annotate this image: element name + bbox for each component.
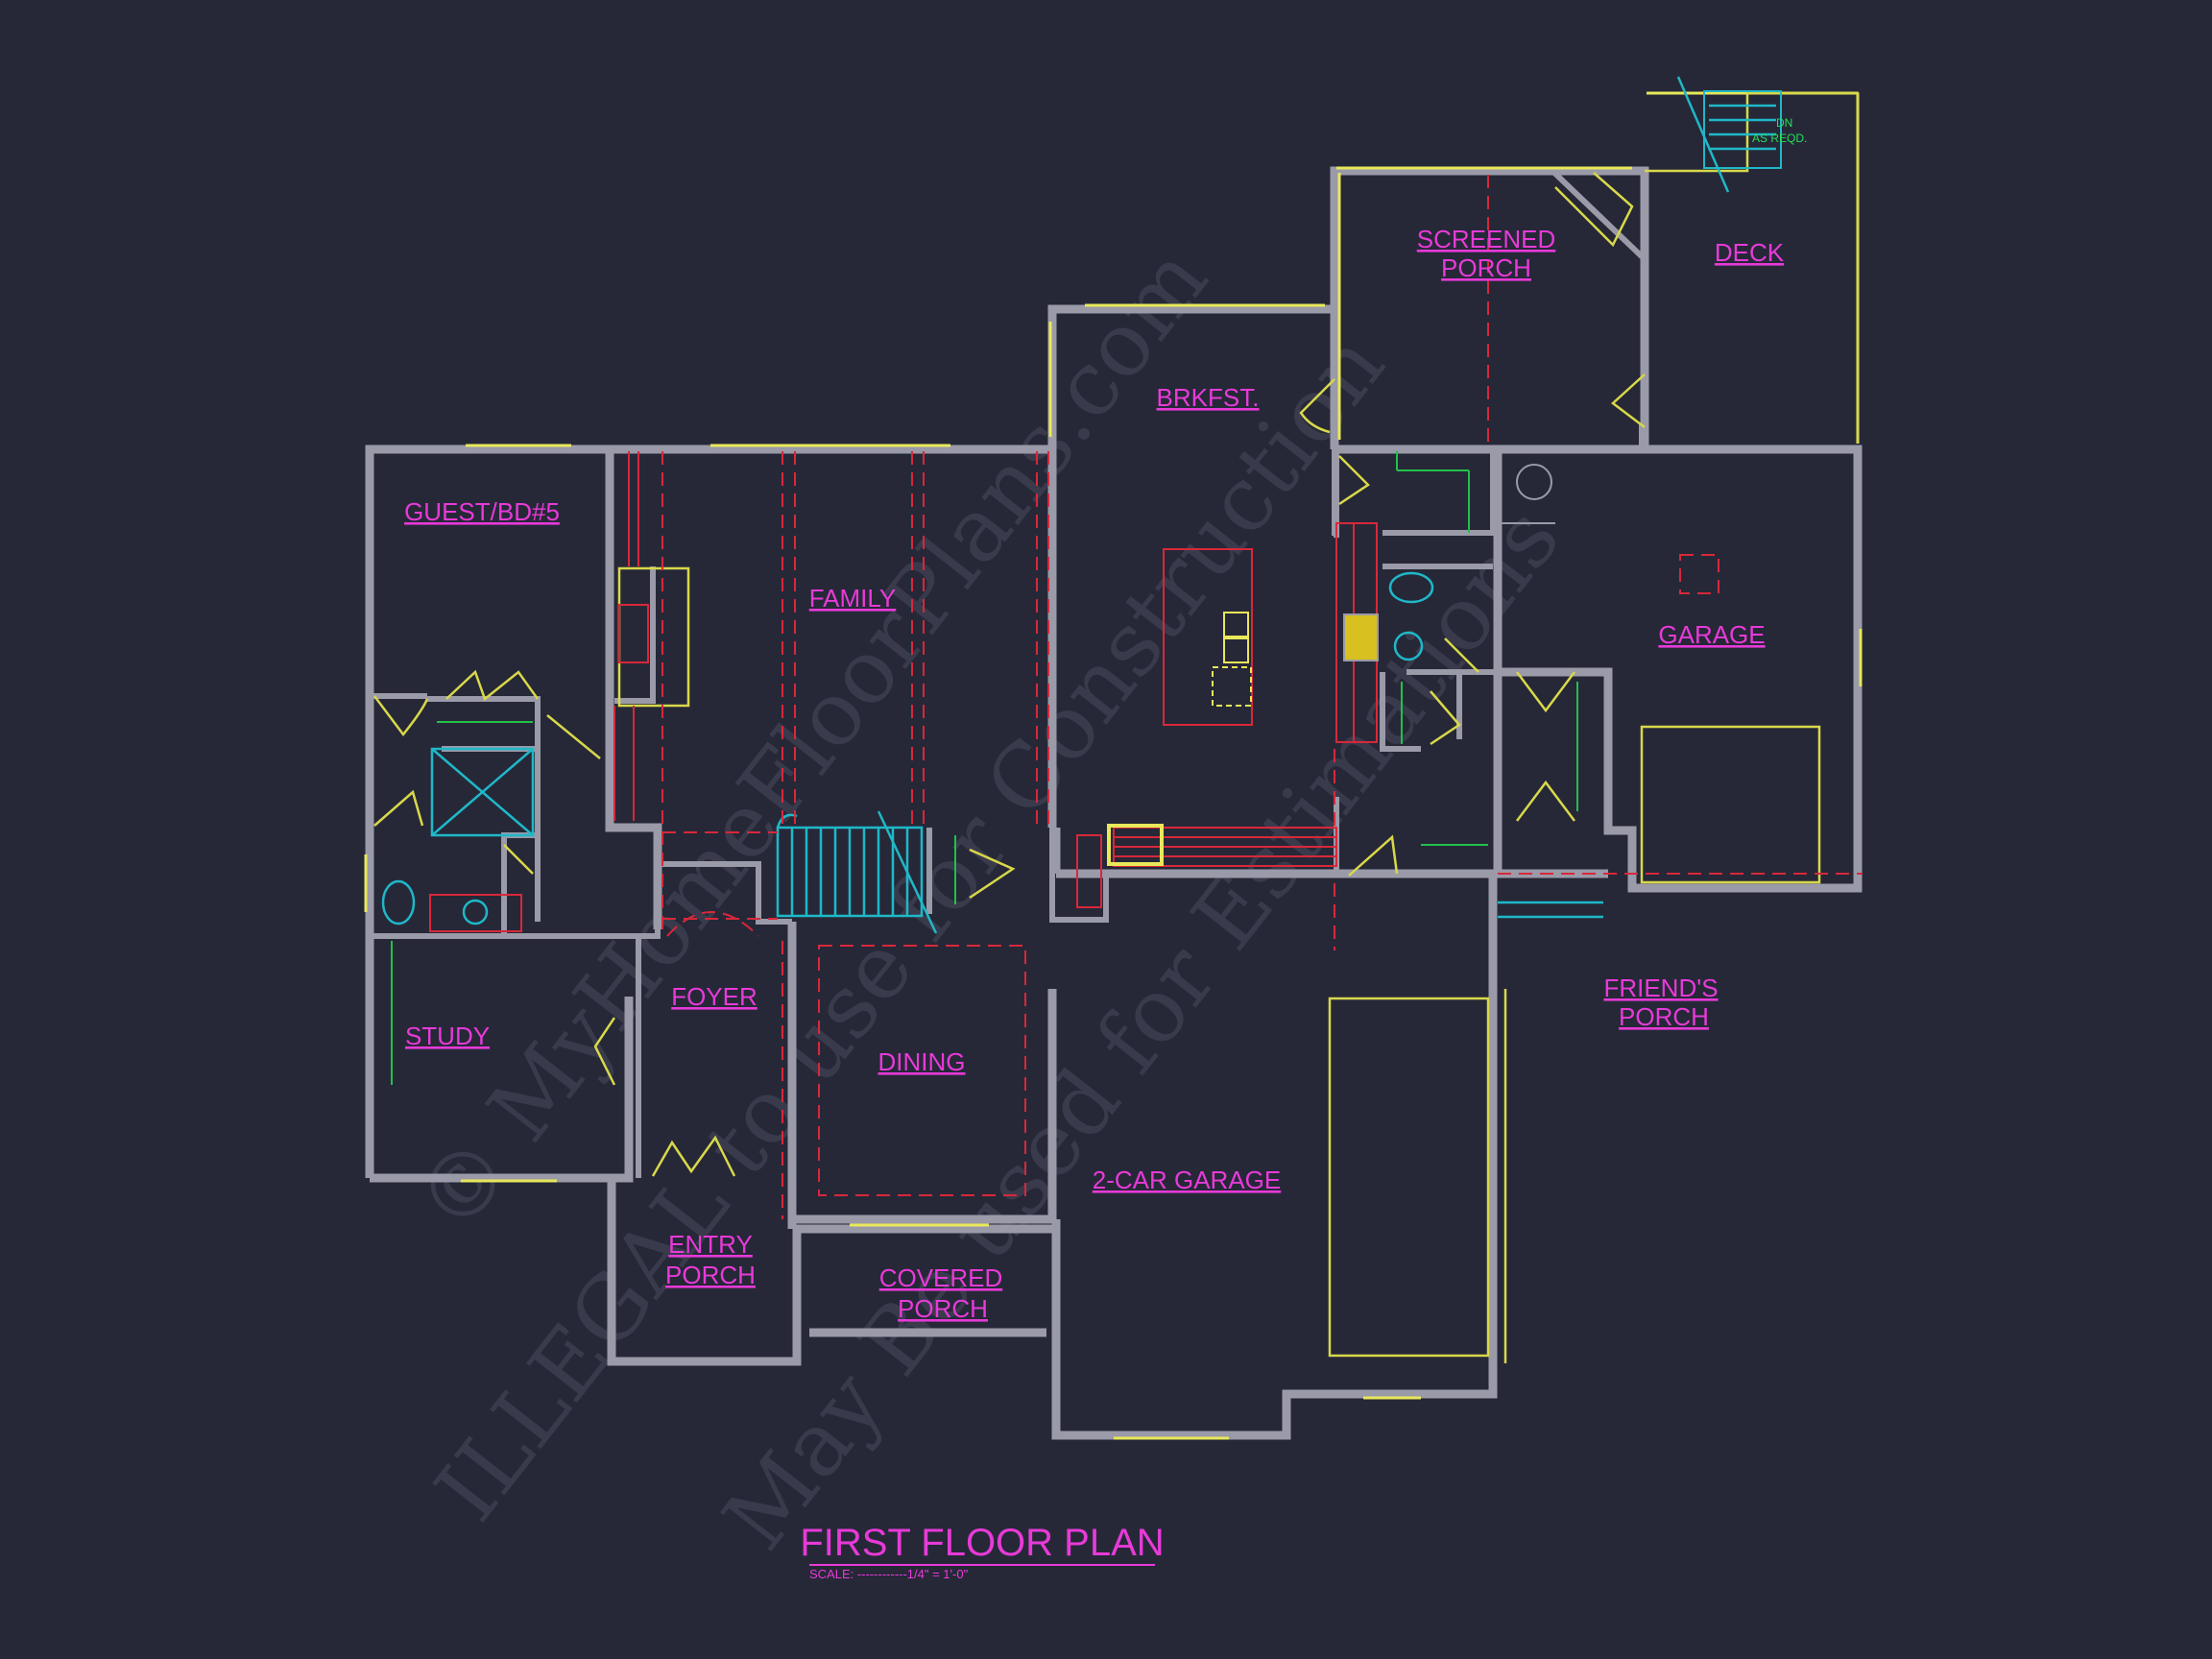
label-covered-porch-2: PORCH: [898, 1294, 988, 1323]
label-friends-porch-2: PORCH: [1619, 1002, 1709, 1031]
label-foyer: FOYER: [671, 982, 757, 1011]
label-screened-porch-1: SCREENED: [1417, 225, 1555, 253]
label-entry-porch-1: ENTRY: [668, 1230, 753, 1259]
label-two-car-garage: 2-CAR GARAGE: [1093, 1166, 1282, 1194]
label-guest-bedroom: GUEST/BD#5: [404, 497, 560, 526]
label-entry-porch-2: PORCH: [665, 1261, 756, 1289]
fireplace: [613, 451, 690, 821]
kitchen: [1076, 522, 1379, 908]
label-brkfst: BRKFST.: [1157, 383, 1260, 412]
doors: [373, 172, 1646, 1177]
deck-outline: DN AS REQD.: [1645, 76, 1860, 444]
beam-lines: [661, 175, 1863, 1219]
label-covered-porch-1: COVERED: [879, 1263, 1003, 1292]
label-friends-porch-1: FRIEND'S: [1603, 974, 1718, 1002]
bathrooms: [381, 451, 1578, 1085]
plan-title: FIRST FLOOR PLAN: [800, 1522, 1164, 1564]
plan-scale: SCALE: ------------1/4" = 1'-0": [809, 1567, 969, 1581]
room-labels: SCREENED PORCH DECK BRKFST. GUEST/BD#5 F…: [404, 225, 1785, 1323]
stair-note-dn: DN: [1776, 116, 1792, 130]
watermark: © MyHomeFloorPlans.com ILLEGAL to use fo…: [397, 228, 1579, 1569]
label-family: FAMILY: [809, 584, 897, 613]
label-dining: DINING: [878, 1047, 966, 1076]
stair-note-reqd: AS REQD.: [1752, 132, 1807, 145]
label-study: STUDY: [405, 1022, 490, 1050]
garage-fixtures: [1328, 464, 1821, 1363]
plan-title-block: FIRST FLOOR PLAN SCALE: ------------1/4"…: [800, 1522, 1164, 1581]
label-screened-porch-2: PORCH: [1441, 253, 1531, 282]
label-garage: GARAGE: [1658, 620, 1765, 649]
label-deck: DECK: [1715, 238, 1785, 267]
interior-walls: [370, 422, 1645, 1178]
main-stairs: [776, 810, 938, 934]
